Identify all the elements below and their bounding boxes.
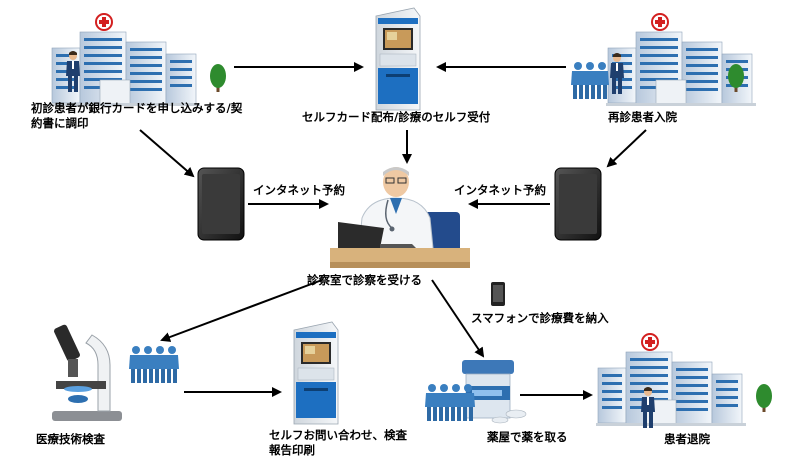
label-smartphone-pay: スマフォンで診療費を納入 <box>471 311 609 325</box>
hospital-building-icon <box>605 13 757 107</box>
hospital-building-icon <box>595 333 772 427</box>
flow-arrows <box>139 62 647 400</box>
label-internet-left: インタネット予約 <box>253 183 345 197</box>
label-internet-right: インタネット予約 <box>454 183 546 197</box>
arrow-doctor-to-exam <box>160 279 323 342</box>
people-group-icon <box>571 62 609 99</box>
tablet-icon <box>197 167 245 241</box>
microscope-icon <box>52 324 122 421</box>
label-self-inquiry-1: セルフお問い合わせ、検査 <box>269 428 407 442</box>
people-group-icon <box>129 346 179 383</box>
arrow-doctor-to-pharmacy <box>431 279 485 358</box>
kiosk-icon <box>375 7 421 111</box>
doctor-icon <box>330 167 470 268</box>
arrow-first-to-tablet <box>139 129 195 178</box>
arrow-revisit-to-tablet <box>606 129 647 168</box>
label-discharge: 患者退院 <box>664 432 710 446</box>
label-first-visit: 初診患者が銀行カードを申し込みする/契約書に調印 <box>31 101 243 130</box>
label-self-inquiry-2: 報告印刷 <box>269 443 315 457</box>
label-consult: 診察室で診察を受ける <box>307 273 422 287</box>
label-revisit: 再診患者入院 <box>608 110 677 124</box>
tablet-icon <box>554 167 602 241</box>
hospital-building-icon <box>49 13 226 107</box>
label-pharmacy: 薬屋で薬を取る <box>487 430 568 444</box>
label-self-card: セルフカード配布/診療のセルフ受付 <box>302 110 491 124</box>
smartphone-icon <box>491 282 505 306</box>
kiosk-icon <box>293 321 339 425</box>
label-medical-exam: 医療技術検査 <box>36 432 105 446</box>
